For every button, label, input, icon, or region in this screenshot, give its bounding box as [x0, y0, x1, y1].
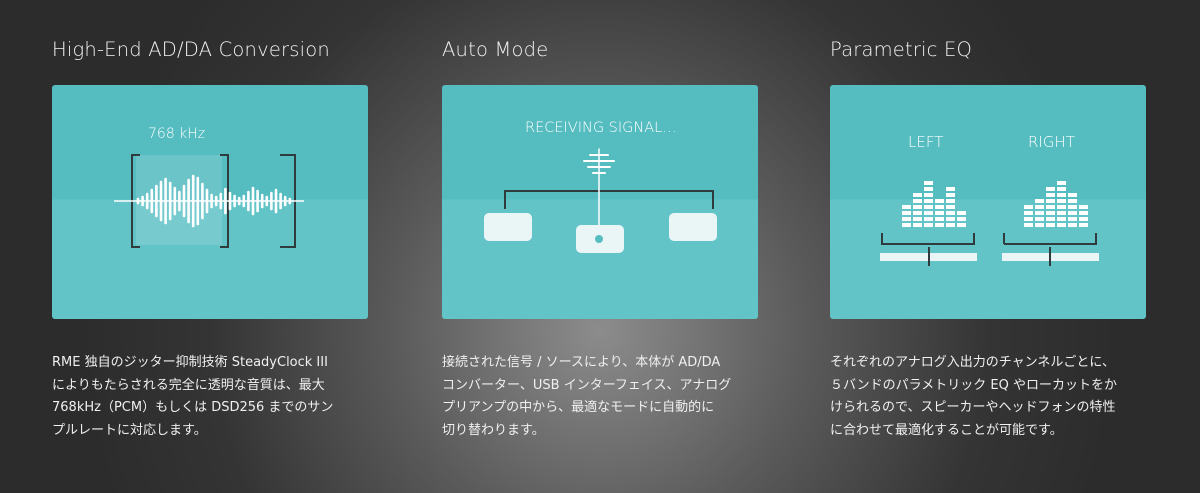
eq-level-block [1024, 211, 1033, 215]
eq-level-block [1024, 217, 1033, 221]
eq-level-block [946, 223, 955, 227]
eq-level-block [957, 211, 966, 215]
left-channel-label: LEFT [908, 133, 944, 151]
eq-level-block [1046, 211, 1055, 215]
eq-level-block [1079, 223, 1088, 227]
eq-level-block [913, 211, 922, 215]
feature-title: High-End AD/DA Conversion [52, 38, 330, 61]
eq-level-block [935, 211, 944, 215]
eq-level-block [1046, 205, 1055, 209]
eq-level-block [1057, 223, 1066, 227]
mode-box-left [484, 213, 532, 241]
eq-level-block [946, 205, 955, 209]
eq-level-block [1068, 217, 1077, 221]
eq-level-block [924, 205, 933, 209]
eq-level-block [946, 217, 955, 221]
feature-title: Auto Mode [442, 38, 549, 61]
eq-level-block [1057, 211, 1066, 215]
eq-level-block [913, 217, 922, 221]
eq-card: LEFT RIGHT [830, 85, 1146, 319]
eq-level-block [1024, 223, 1033, 227]
feature-title: Parametric EQ [830, 38, 973, 61]
eq-level-block [902, 211, 911, 215]
eq-level-block [1046, 217, 1055, 221]
waveform-icon [114, 154, 304, 248]
eq-level-bars [902, 181, 1088, 227]
signal-router-icon [484, 148, 717, 253]
eq-level-block [1035, 205, 1044, 209]
eq-level-block [1057, 217, 1066, 221]
eq-level-block [1057, 181, 1066, 185]
eq-level-block [1057, 205, 1066, 209]
sample-rate-label: 768 kHz [148, 126, 206, 142]
eq-level-block [935, 223, 944, 227]
eq-level-block [1068, 193, 1077, 197]
eq-level-block [1046, 199, 1055, 203]
eq-level-block [935, 217, 944, 221]
eq-level-block [1079, 211, 1088, 215]
eq-level-block [924, 181, 933, 185]
eq-level-block [946, 199, 955, 203]
eq-level-block [946, 193, 955, 197]
eq-level-block [902, 205, 911, 209]
eq-meter-icon [880, 181, 1099, 266]
router-tree [504, 190, 714, 209]
eq-level-block [1035, 211, 1044, 215]
eq-level-block [1068, 211, 1077, 215]
eq-level-block [1046, 187, 1055, 191]
signal-dot [595, 235, 603, 243]
eq-level-block [1057, 187, 1066, 191]
mode-box-right [669, 213, 717, 241]
eq-level-block [924, 193, 933, 197]
eq-level-block [1079, 217, 1088, 221]
eq-level-block [902, 217, 911, 221]
eq-level-block [1035, 199, 1044, 203]
eq-level-block [924, 223, 933, 227]
eq-level-block [913, 193, 922, 197]
eq-level-block [924, 211, 933, 215]
eq-level-block [924, 199, 933, 203]
eq-level-block [1035, 223, 1044, 227]
eq-level-block [946, 187, 955, 191]
auto-mode-card: RECEIVING SIGNAL… [442, 85, 758, 319]
eq-level-block [1057, 199, 1066, 203]
eq-level-block [957, 223, 966, 227]
feature-description: RME 独自のジッター抑制技術 SteadyClock III によりもたらされ… [52, 355, 334, 438]
receiving-signal-label: RECEIVING SIGNAL… [525, 120, 677, 136]
signal-waves [583, 148, 615, 180]
left-bracket [881, 233, 975, 245]
right-channel-label: RIGHT [1028, 133, 1075, 151]
waveform-bars [136, 174, 292, 228]
eq-level-block [902, 223, 911, 227]
eq-level-block [1068, 199, 1077, 203]
eq-level-block [1035, 217, 1044, 221]
eq-level-block [913, 199, 922, 203]
eq-level-block [1024, 205, 1033, 209]
right-bracket [1003, 233, 1097, 245]
eq-level-block [1046, 223, 1055, 227]
eq-level-block [913, 205, 922, 209]
eq-level-block [1079, 205, 1088, 209]
eq-level-block [924, 217, 933, 221]
eq-level-block [957, 217, 966, 221]
eq-level-block [1057, 193, 1066, 197]
eq-level-block [935, 205, 944, 209]
feature-description: それぞれのアナログ入出力のチャンネルごとに、 ５バンドのパラメトリック EQ や… [830, 355, 1117, 438]
eq-level-block [946, 211, 955, 215]
eq-level-block [1068, 223, 1077, 227]
eq-level-block [924, 187, 933, 191]
eq-level-block [1068, 205, 1077, 209]
eq-level-block [913, 223, 922, 227]
conversion-card: 768 kHz [52, 85, 368, 319]
feature-description: 接続された信号 / ソースにより、本体が AD/DA コンバーター、USB イン… [442, 355, 732, 438]
eq-level-block [1046, 193, 1055, 197]
eq-level-block [935, 199, 944, 203]
